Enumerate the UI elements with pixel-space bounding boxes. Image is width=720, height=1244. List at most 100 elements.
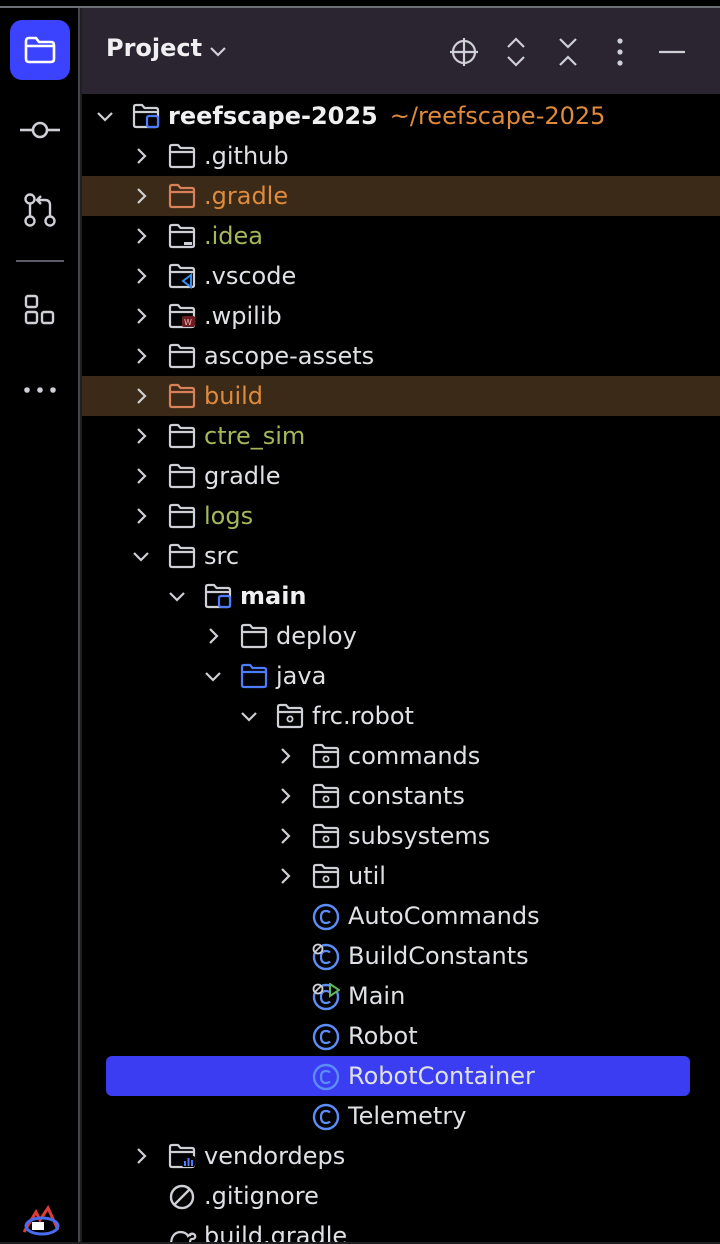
project-panel-header: Project — [82, 8, 720, 94]
tree-item-name: src — [204, 542, 240, 570]
tree-row-commands[interactable]: commands — [82, 736, 720, 776]
tree-item-label: ascope-assets — [204, 342, 374, 370]
pull-requests-tool-button[interactable] — [10, 180, 70, 240]
panel-title[interactable]: Project — [106, 34, 203, 62]
chevron-right-icon[interactable] — [131, 146, 151, 166]
chevron-right-icon[interactable] — [131, 386, 151, 406]
package-icon — [312, 863, 340, 889]
tree-row-build-gradle[interactable]: build.gradle — [82, 1216, 720, 1242]
tree-item-label: .github — [204, 142, 289, 170]
chevron-down-icon[interactable] — [131, 546, 151, 566]
gradle-file-icon — [168, 1223, 197, 1242]
source-folder-icon — [240, 663, 268, 689]
tree-row-src[interactable]: src — [82, 536, 720, 576]
tree-row-gitignore[interactable]: .gitignore — [82, 1176, 720, 1216]
chevron-down-icon[interactable] — [95, 106, 115, 126]
tree-row-main[interactable]: Main — [82, 976, 720, 1016]
tree-item-label: .gradle — [204, 182, 288, 210]
structure-icon — [24, 294, 55, 325]
tree-item-name: .idea — [204, 222, 264, 250]
tree-row-buildconstants[interactable]: BuildConstants — [82, 936, 720, 976]
tree-row-ctre-sim[interactable]: ctre_sim — [82, 416, 720, 456]
tree-row-reefscape-2025[interactable]: reefscape-2025~/reefscape-2025 — [82, 96, 720, 136]
minimize-icon — [659, 50, 685, 54]
project-tool-button[interactable] — [10, 20, 70, 80]
tree-item-name: Main — [348, 982, 406, 1010]
selection-highlight — [106, 1056, 690, 1096]
structure-tool-button[interactable] — [10, 280, 70, 340]
package-icon — [312, 783, 340, 809]
class-icon — [312, 903, 340, 931]
chevron-down-icon[interactable] — [208, 44, 228, 58]
tree-row-java[interactable]: java — [82, 656, 720, 696]
pull-request-icon — [24, 193, 56, 227]
chevron-down-icon[interactable] — [203, 666, 223, 686]
chevron-right-icon[interactable] — [131, 466, 151, 486]
chevron-right-icon[interactable] — [131, 346, 151, 366]
idea-folder-icon — [168, 223, 196, 249]
chevron-right-icon[interactable] — [275, 786, 295, 806]
hide-panel-button[interactable] — [654, 34, 690, 70]
select-opened-file-button[interactable] — [446, 34, 482, 70]
tree-item-label: constants — [348, 782, 465, 810]
chevron-down-icon[interactable] — [167, 586, 187, 606]
tree-row-subsystems[interactable]: subsystems — [82, 816, 720, 856]
tree-row-telemetry[interactable]: Telemetry — [82, 1096, 720, 1136]
chevron-down-icon[interactable] — [239, 706, 259, 726]
tree-item-label: commands — [348, 742, 480, 770]
chevron-right-icon[interactable] — [203, 626, 223, 646]
tree-item-label: gradle — [204, 462, 280, 490]
tree-row-gradle[interactable]: gradle — [82, 456, 720, 496]
tree-row-util[interactable]: util — [82, 856, 720, 896]
expand-all-button[interactable] — [498, 34, 534, 70]
tree-row-constants[interactable]: constants — [82, 776, 720, 816]
tree-item-label: vendordeps — [204, 1142, 345, 1170]
chevron-right-icon[interactable] — [131, 506, 151, 526]
wpilib-folder-icon: W — [168, 303, 196, 329]
commit-icon — [20, 121, 60, 139]
tree-row-deploy[interactable]: deploy — [82, 616, 720, 656]
tree-row-vendordeps[interactable]: vendordeps — [82, 1136, 720, 1176]
tree-item-label: src — [204, 542, 239, 570]
tree-row-ascope-assets[interactable]: ascope-assets — [82, 336, 720, 376]
chevron-right-icon[interactable] — [131, 1146, 151, 1166]
options-button[interactable] — [602, 34, 638, 70]
chevron-right-icon[interactable] — [275, 826, 295, 846]
tree-item-name: AutoCommands — [348, 902, 540, 930]
collapse-all-button[interactable] — [550, 34, 586, 70]
class-final-icon — [312, 943, 340, 971]
chevron-right-icon[interactable] — [131, 426, 151, 446]
tree-row-autocommands[interactable]: AutoCommands — [82, 896, 720, 936]
tree-row-idea[interactable]: .idea — [82, 216, 720, 256]
module-folder-icon — [204, 583, 232, 609]
tree-item-label: frc.robot — [312, 702, 414, 730]
chevron-right-icon[interactable] — [131, 266, 151, 286]
tree-row-gradle[interactable]: .gradle — [82, 176, 720, 216]
chevron-right-icon[interactable] — [131, 306, 151, 326]
tree-row-github[interactable]: .github — [82, 136, 720, 176]
chevron-right-icon[interactable] — [275, 746, 295, 766]
tree-item-name: Robot — [348, 1022, 418, 1050]
tree-item-name: util — [348, 862, 386, 890]
tree-row-robotcontainer[interactable]: RobotContainer — [82, 1056, 720, 1096]
window-top-border — [0, 0, 720, 8]
tree-row-main[interactable]: main — [82, 576, 720, 616]
tree-item-name: build — [204, 382, 264, 410]
tree-row-build[interactable]: build — [82, 376, 720, 416]
tree-row-vscode[interactable]: .vscode — [82, 256, 720, 296]
more-tools-button[interactable] — [10, 360, 70, 420]
folder-icon — [168, 543, 196, 569]
crosshair-icon — [450, 38, 478, 66]
tree-row-logs[interactable]: logs — [82, 496, 720, 536]
tree-item-label: BuildConstants — [348, 942, 529, 970]
tree-item-name: subsystems — [348, 822, 491, 850]
tree-row-robot[interactable]: Robot — [82, 1016, 720, 1056]
project-panel: Project reefscape-2025~/reefscape-2025 .g… — [82, 8, 720, 1242]
chevron-right-icon[interactable] — [131, 226, 151, 246]
chevron-right-icon[interactable] — [275, 866, 295, 886]
tree-row-wpilib[interactable]: W.wpilib — [82, 296, 720, 336]
chevron-right-icon[interactable] — [131, 186, 151, 206]
tree-item-name: gradle — [204, 462, 281, 490]
tree-row-frc-robot[interactable]: frc.robot — [82, 696, 720, 736]
commit-tool-button[interactable] — [10, 100, 70, 160]
